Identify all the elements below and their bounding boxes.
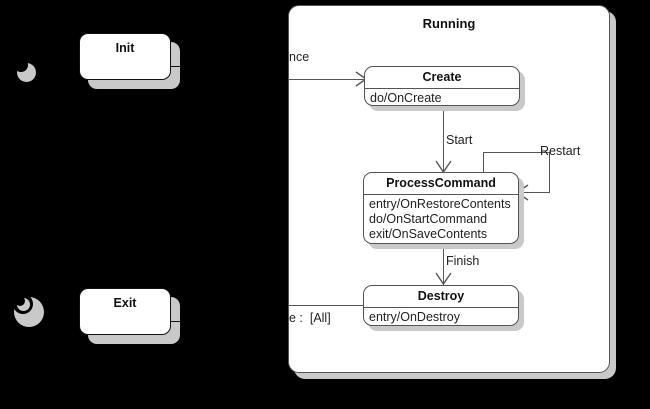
create-state-title: Create	[422, 70, 462, 85]
edge-restart-top	[483, 152, 550, 154]
processcommand-state-title: ProcessCommand	[386, 176, 496, 191]
state-destroy[interactable]: Destroy entry/OnDestroy	[363, 285, 519, 326]
edge-restart-down	[549, 152, 551, 193]
initial-state-clip	[14, 58, 28, 72]
edge-label-to-create: nce	[289, 50, 310, 64]
create-state-actions: do/OnCreate	[370, 91, 442, 105]
destroy-state-actions: entry/OnDestroy	[369, 310, 461, 324]
destroy-state-title: Destroy	[417, 289, 465, 304]
edge-guard-to-destroy	[289, 305, 364, 307]
edge-restart-up	[483, 152, 485, 173]
edge-init-to-create	[289, 79, 365, 81]
state-create[interactable]: Create do/OnCreate	[364, 66, 520, 106]
arrowhead-to-destroy	[435, 272, 452, 286]
edge-process-to-destroy	[443, 245, 445, 285]
final-state-core-clip	[15, 296, 25, 306]
init-state-shadow-divider	[168, 66, 180, 67]
edge-label-restart: Restart	[540, 144, 581, 158]
edge-label-start: Start	[446, 133, 473, 147]
edge-restart-in	[522, 192, 550, 194]
processcommand-state-actions: entry/OnRestoreContents do/OnStartComman…	[369, 197, 511, 241]
edge-label-guard-all: e : [All]	[289, 311, 331, 325]
state-init[interactable]: Init	[79, 33, 171, 80]
running-state-title: Running	[422, 16, 476, 31]
state-exit[interactable]: Exit	[79, 288, 171, 335]
edge-label-finish: Finish	[446, 254, 480, 268]
init-state-title: Init	[115, 41, 135, 55]
exit-state-shadow-divider	[168, 321, 180, 322]
edge-create-to-process	[443, 110, 445, 172]
state-processcommand[interactable]: ProcessCommand entry/OnRestoreContents d…	[363, 172, 519, 244]
exit-state-title: Exit	[113, 296, 137, 310]
